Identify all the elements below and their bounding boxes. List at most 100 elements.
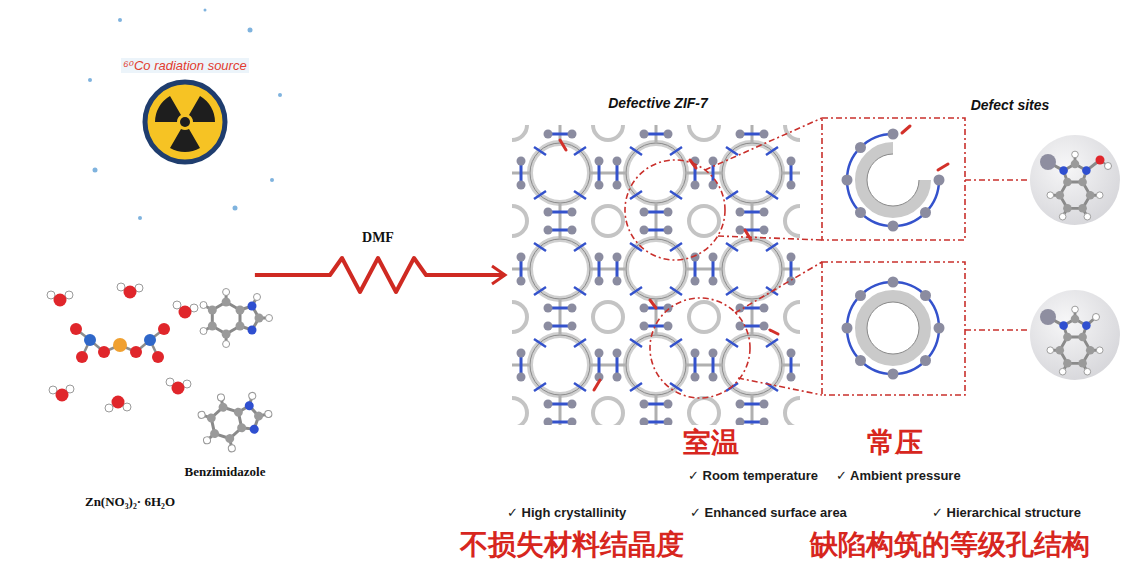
defect-ring xyxy=(888,129,899,140)
structure-heading: Defective ZIF-7 xyxy=(608,95,708,111)
intact-ring xyxy=(842,323,853,334)
highlight-text: 缺陷构筑的等级孔结构 xyxy=(810,530,1090,561)
glow-disc xyxy=(83,20,287,224)
text-holder: Defect sites xyxy=(971,96,1050,114)
intact-closeup xyxy=(1093,314,1100,321)
defect-closeup xyxy=(1030,135,1120,225)
text-holder: ✓ Room temperature xyxy=(688,466,818,484)
zinc-nitrate-molecule xyxy=(84,334,96,346)
intact-ring xyxy=(855,355,866,366)
intact-closeup xyxy=(1030,290,1120,380)
text-holder: DMF xyxy=(360,228,396,246)
radiation-symbol xyxy=(155,96,181,122)
intact-ring xyxy=(920,355,931,366)
zinc-nitrate-molecule xyxy=(76,351,88,363)
highlight-text: 室温 xyxy=(683,428,739,459)
defect-ring xyxy=(920,207,931,218)
intact-ring xyxy=(934,323,945,334)
reagent-label: Zn(NO₃)₂· 6H₂O xyxy=(85,494,175,510)
intact-ring xyxy=(842,277,945,380)
intact-ring xyxy=(920,290,931,301)
reaction-arrow xyxy=(255,258,505,292)
benzimidazole-molecule xyxy=(200,289,273,348)
check-item: ✓ Enhanced surface area xyxy=(690,505,847,520)
defect-ring xyxy=(867,154,919,206)
radiation-source: ⁶⁰Co radiation source xyxy=(75,12,295,232)
water-molecules xyxy=(54,286,192,409)
defect-ring xyxy=(861,148,925,212)
zinc-nitrate-molecule xyxy=(70,323,170,363)
defect-highlight xyxy=(822,262,965,395)
zinc-nitrate-molecule xyxy=(113,338,127,352)
text-holder: ✓ High crystallinity xyxy=(507,503,626,521)
defect-highlight xyxy=(965,179,1030,181)
intact-ring xyxy=(861,296,925,360)
text-holder: ✓ Hierarchical structure xyxy=(932,503,1081,521)
defect-highlight xyxy=(965,329,1030,331)
source-label: ⁶⁰Co radiation source xyxy=(121,58,248,73)
defect-closeup xyxy=(1096,156,1105,165)
radiation-specks xyxy=(233,206,238,211)
section-heading: Defect sites xyxy=(971,97,1050,113)
defect-closeup xyxy=(1030,135,1120,225)
water-molecules xyxy=(54,294,67,307)
radiation-symbol xyxy=(155,96,215,152)
check-item: ✓ Room temperature xyxy=(688,468,818,483)
benzimidazole-molecule xyxy=(195,289,278,458)
water-molecules xyxy=(56,389,69,402)
radiation-symbol xyxy=(170,129,200,152)
zif7-lattice xyxy=(512,125,800,425)
radiation-specks xyxy=(248,28,253,33)
defect-ring xyxy=(902,126,910,133)
zinc-nitrate-molecule xyxy=(76,329,164,357)
zinc-nitrate-molecule xyxy=(144,334,156,346)
zif7-lattice xyxy=(594,380,600,390)
text-holder: Benzimidazole xyxy=(185,462,266,480)
radiation-symbol xyxy=(145,82,225,162)
defect-highlight xyxy=(822,118,965,240)
water-molecules xyxy=(47,283,198,412)
zinc-nitrate-molecule xyxy=(130,346,142,358)
zinc-nitrate-molecule xyxy=(70,323,82,335)
zif7-lattice xyxy=(512,125,800,425)
text-holder: Defective ZIF-7 xyxy=(608,94,708,112)
radiation-specks xyxy=(93,168,98,173)
zinc-nitrate-molecule xyxy=(158,323,170,335)
reactant-ellipse: Zn(NO₃)₂· 6H₂O Benzimidazole xyxy=(5,235,305,550)
defect-highlight xyxy=(738,378,822,395)
water-molecules xyxy=(49,386,57,394)
defect-highlight xyxy=(735,262,822,313)
defect-ring xyxy=(855,142,866,153)
water-molecules xyxy=(117,283,125,291)
check-item: ✓ Hierarchical structure xyxy=(932,505,1081,520)
radiation-specks xyxy=(138,216,142,220)
defect-highlight xyxy=(718,236,822,240)
water-molecules xyxy=(105,404,113,412)
text-holder: ⁶⁰Co radiation source xyxy=(121,56,248,74)
highlight-text: 不损失材料结晶度 xyxy=(460,530,684,561)
zif7-lattice xyxy=(560,140,566,150)
radiation-symbol xyxy=(189,96,215,122)
radiation-specks xyxy=(88,9,282,221)
defect-highlight xyxy=(625,118,1030,398)
radiation-specks xyxy=(278,93,282,97)
defect-ring xyxy=(902,126,948,170)
defect-ring xyxy=(847,134,939,226)
defect-ring xyxy=(938,164,948,170)
highlight-text: 常压 xyxy=(867,428,923,459)
water-molecules xyxy=(47,291,55,299)
water-molecules xyxy=(124,286,137,299)
ellipse-fill xyxy=(5,235,305,550)
benzimidazole-molecule xyxy=(195,384,278,457)
radiation-symbol xyxy=(145,82,225,162)
reagent-label: Benzimidazole xyxy=(185,464,266,480)
intact-closeup xyxy=(1040,309,1056,325)
text-holder: 缺陷构筑的等级孔结构 xyxy=(810,530,1090,561)
water-molecules xyxy=(172,382,185,395)
intact-ring xyxy=(842,277,945,380)
defect-closeup xyxy=(1040,154,1056,170)
defect-highlight xyxy=(705,118,822,170)
defect-ring xyxy=(855,207,866,218)
